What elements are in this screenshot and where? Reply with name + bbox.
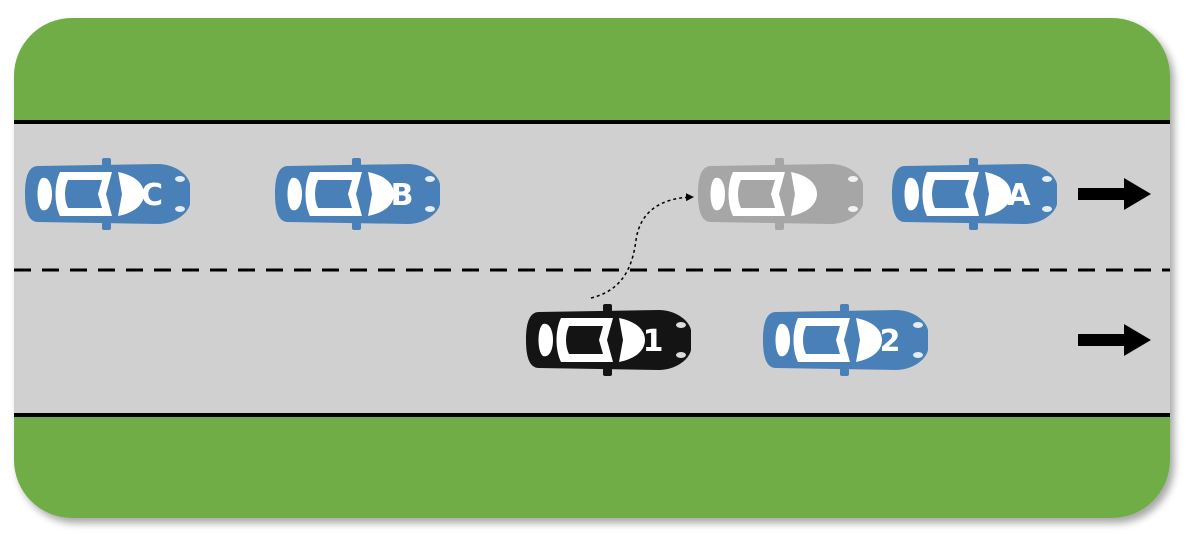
car-mirror <box>102 158 111 166</box>
right-arrow-icon <box>1078 324 1151 356</box>
car-headlight <box>913 322 923 328</box>
car-windshield <box>118 172 144 216</box>
car-roof <box>932 180 969 208</box>
right-arrow-icon <box>1078 178 1151 210</box>
car-mirror <box>840 304 849 312</box>
car-target-position <box>698 158 863 230</box>
car-roof <box>566 326 603 354</box>
lane-change-path <box>590 193 694 299</box>
car-headlight <box>425 176 435 182</box>
car-mirror <box>969 158 978 166</box>
car-label: A <box>1007 178 1031 213</box>
car-roof <box>738 180 775 208</box>
car-headlight <box>175 176 185 182</box>
car-headlight <box>1042 176 1052 182</box>
car-headlight <box>676 352 686 358</box>
car-rear-window <box>37 177 52 211</box>
car-rear-window <box>775 323 790 357</box>
car-roof <box>803 326 840 354</box>
car-label: 1 <box>643 324 664 359</box>
car-mirror <box>840 368 849 376</box>
car-a: A <box>892 158 1057 230</box>
car-b: B <box>275 158 440 230</box>
car-rear-window <box>538 323 553 357</box>
car-label: B <box>391 178 414 213</box>
car-label: C <box>141 178 163 213</box>
car-rear-window <box>710 177 725 211</box>
car-mirror <box>969 222 978 230</box>
car-roof <box>315 180 352 208</box>
car-mirror <box>603 304 612 312</box>
car-headlight <box>425 206 435 212</box>
car-rear-window <box>904 177 919 211</box>
car-label: 2 <box>880 324 901 359</box>
car-headlight <box>848 206 858 212</box>
car-mirror <box>603 368 612 376</box>
car-mirror <box>102 222 111 230</box>
car-rear-window <box>287 177 302 211</box>
car-windshield <box>791 172 817 216</box>
car-mirror <box>775 222 784 230</box>
car-headlight <box>175 206 185 212</box>
car-mirror <box>352 158 361 166</box>
car-windshield <box>619 318 645 362</box>
car-windshield <box>985 172 1011 216</box>
car-headlight <box>848 176 858 182</box>
car-mirror <box>775 158 784 166</box>
car-c: C <box>25 158 190 230</box>
car-windshield <box>856 318 882 362</box>
car-headlight <box>676 322 686 328</box>
car-headlight <box>913 352 923 358</box>
car-headlight <box>1042 206 1052 212</box>
car-windshield <box>368 172 394 216</box>
car-1: 1 <box>526 304 691 376</box>
car-mirror <box>352 222 361 230</box>
car-roof <box>65 180 102 208</box>
car-2: 2 <box>763 304 928 376</box>
